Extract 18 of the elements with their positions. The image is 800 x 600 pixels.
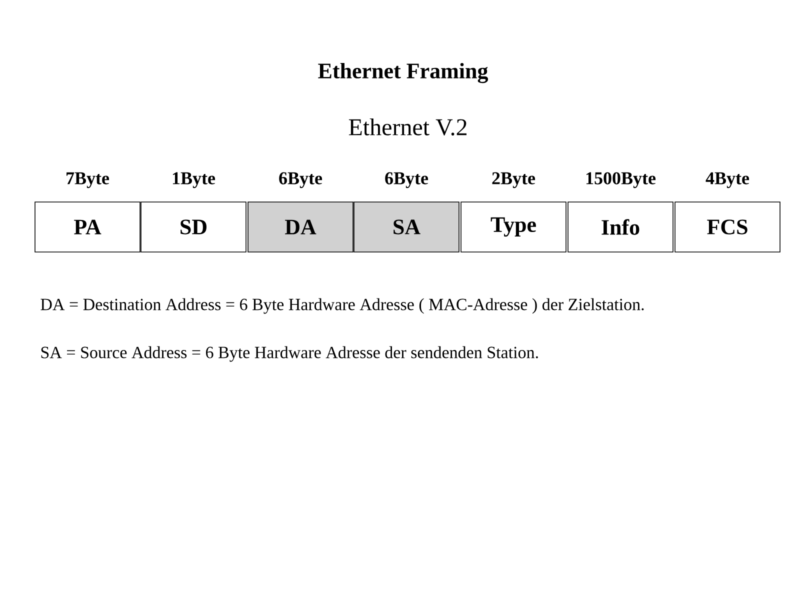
field-box: Info [568, 202, 674, 252]
byte-size-label: 1Byte [172, 172, 216, 188]
byte-size-label: 1500Byte [586, 172, 656, 188]
note: SA = Source Address = 6 Byte Hardware Adresse der sendenden Station. [41, 346, 538, 362]
subtitle: Ethernet V.2 [348, 118, 466, 136]
field-box: PA [34, 202, 140, 252]
note: DA = Destination Address = 6 Byte Hardware Adresse ( MAC-Adresse ) der Zielstation. [40, 298, 644, 314]
byte-size-label: 7Byte [66, 172, 110, 188]
byte-size-label: 2Byte [492, 172, 536, 188]
field-box: Type [460, 202, 566, 252]
field-box: FCS [674, 202, 780, 252]
byte-size-label: 4Byte [706, 172, 750, 188]
field-box: SA [354, 202, 460, 252]
title: Ethernet Framing [318, 62, 488, 84]
field-box: DA [248, 202, 354, 252]
field-box: SD [140, 202, 246, 252]
byte-size-label: 6Byte [385, 172, 428, 188]
byte-size-label: 6Byte [279, 172, 322, 188]
